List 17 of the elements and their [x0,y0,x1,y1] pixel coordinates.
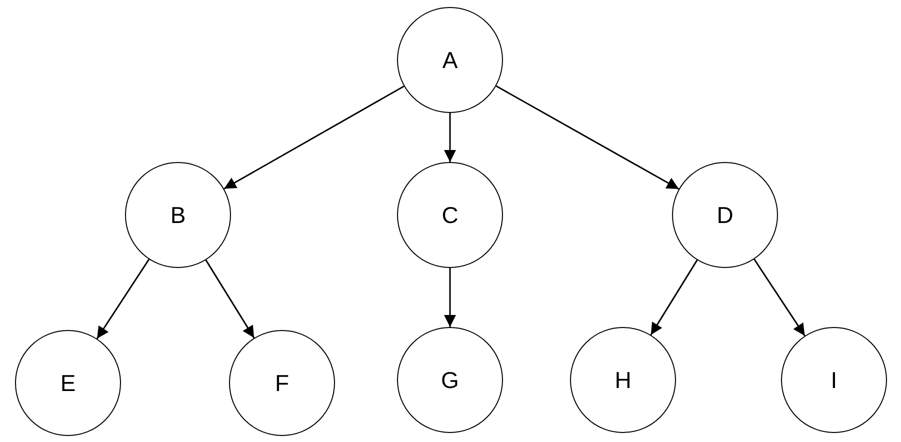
node-label: E [60,370,76,396]
node-label: I [830,366,838,394]
node-label: F [274,370,290,396]
arrow [224,86,404,190]
node-label: G [441,366,459,394]
node-label: B [170,202,186,228]
node-label: C [442,202,458,228]
arrow [496,85,680,190]
arrow [444,113,456,162]
node-label: A [442,46,458,74]
node-label: H [614,366,632,394]
arrow [96,258,150,340]
arrow [650,260,698,336]
arrow [205,260,255,338]
arrow [754,258,806,336]
node-label: D [716,202,734,228]
arrow [444,268,456,327]
